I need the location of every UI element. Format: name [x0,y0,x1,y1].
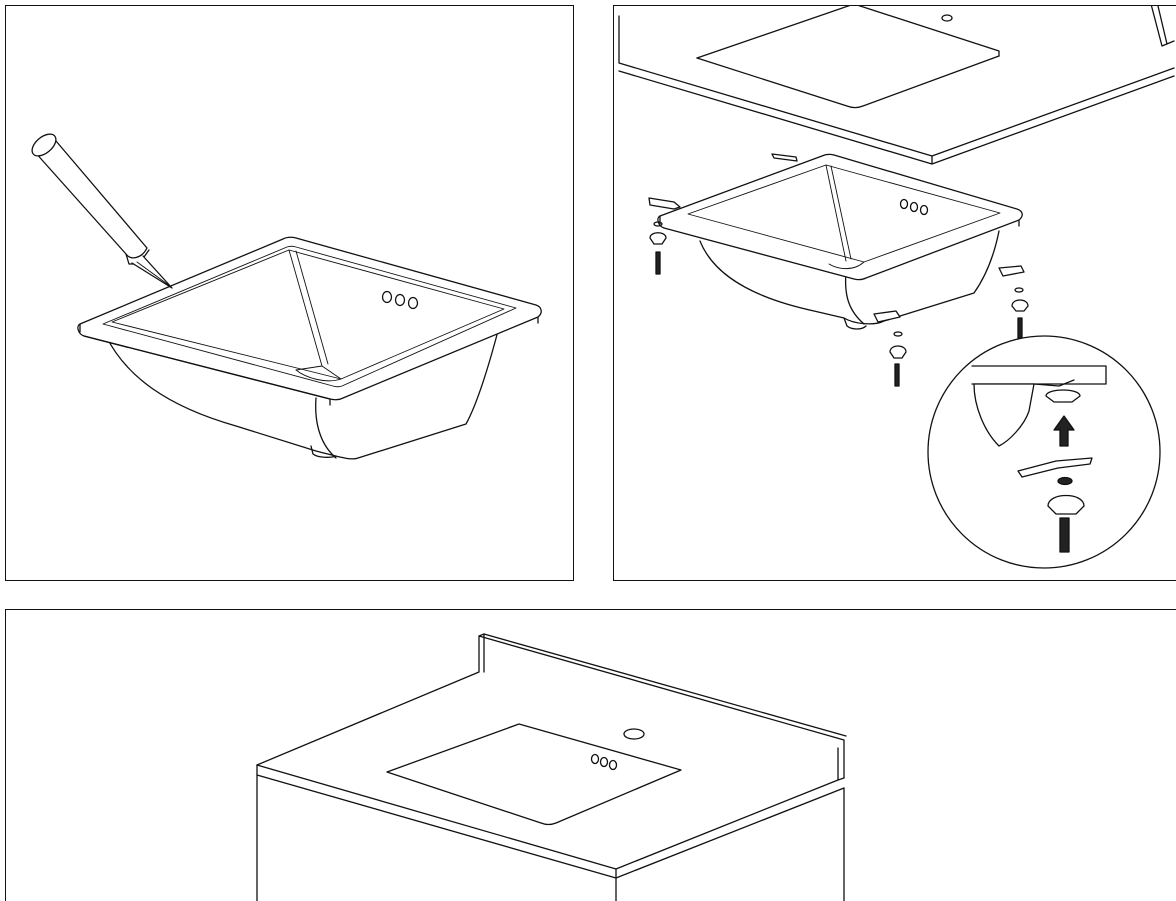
mounting-clip-icon [648,153,1025,323]
vanity-countertop [256,633,847,879]
panel-mount-sink [613,5,1176,581]
panel-3-drawing [256,633,847,901]
sink-rim [77,236,542,406]
panel-2-drawing [618,6,1175,569]
sink [657,153,1023,330]
vanity-cabinet [256,774,845,901]
undermount-sink-opening [386,723,682,826]
panel-apply-sealant [5,5,574,581]
sealant-tube-icon [31,133,173,289]
panel-installed-vanity [5,609,1176,901]
sink-bowl [105,330,499,460]
detail-view-circle [927,335,1161,569]
countertop [618,6,1175,165]
panel-1-drawing [31,133,542,460]
overflow-holes [381,290,419,310]
